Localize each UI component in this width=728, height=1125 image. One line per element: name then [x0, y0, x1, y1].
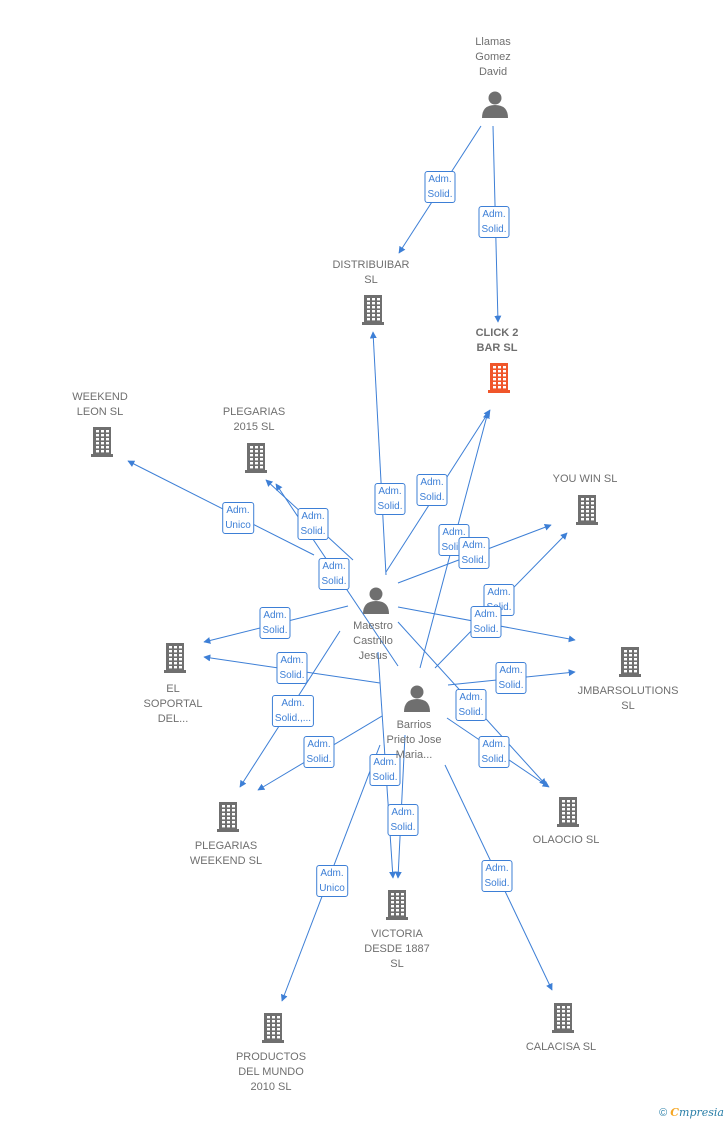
building-icon-click2bar[interactable] — [488, 363, 510, 393]
building-icon-plegarias2015[interactable] — [245, 443, 267, 473]
person-icon-llamas[interactable] — [482, 91, 508, 119]
icons-layer — [91, 91, 641, 1043]
edge-label-maestro-to-click2bar[interactable]: Adm. Solid. — [416, 474, 448, 506]
node-label-barrios[interactable]: Barrios Prieto Jose Maria... — [386, 719, 442, 761]
edge-label-llamas-to-distribuibar[interactable]: Adm. Solid. — [424, 171, 456, 203]
person-icon-maestro[interactable] — [363, 587, 389, 615]
edge-maestro-to-distribuibar — [369, 331, 387, 576]
edge-label-maestro-to-distribuibar[interactable]: Adm. Solid. — [374, 483, 406, 515]
brand-initial: C — [670, 1106, 680, 1119]
building-icon-youwin[interactable] — [576, 495, 598, 525]
copyright-symbol: © — [659, 1107, 668, 1119]
brand-name: mpresia — [679, 1106, 724, 1119]
node-label-productos[interactable]: PRODUCTOS DEL MUNDO 2010 SL — [235, 1051, 307, 1093]
building-icon-distribuibar[interactable] — [362, 295, 384, 325]
edge-label-llamas-to-click2bar[interactable]: Adm. Solid. — [478, 206, 510, 238]
edge-label-barrios-to-productos[interactable]: Adm. Unico — [316, 865, 348, 897]
node-label-jmbar[interactable]: JMBARSOLUTIONS SL — [577, 685, 679, 712]
node-label-distribuibar[interactable]: DISTRIBUIBAR SL — [332, 259, 410, 286]
edge-label-maestro-to-weekend[interactable]: Adm. Unico — [222, 502, 254, 534]
edge-label-barrios-to-jmbar[interactable]: Adm. Solid. — [495, 662, 527, 694]
edge-label-barrios-to-calacisa[interactable]: Adm. Solid. — [481, 860, 513, 892]
footer-brand: © Cmpresia — [659, 1106, 724, 1119]
edge-label-maestro-to-youwin[interactable]: Adm. Solid. — [458, 537, 490, 569]
node-label-click2bar[interactable]: CLICK 2 BAR SL — [475, 327, 519, 354]
edge-label-maestro-to-jmbar[interactable]: Adm. Solid. — [470, 606, 502, 638]
edge-label-barrios-to-olaocio[interactable]: Adm. Solid. — [478, 736, 510, 768]
node-label-victoria[interactable]: VICTORIA DESDE 1887 SL — [364, 928, 430, 970]
building-icon-victoria[interactable] — [386, 890, 408, 920]
edge-label-maestro-to-plegarias2015[interactable]: Adm. Solid. — [297, 508, 329, 540]
node-label-elsoportal[interactable]: EL SOPORTAL DEL... — [143, 683, 203, 725]
building-icon-olaocio[interactable] — [557, 797, 579, 827]
edge-label-barrios-to-plegarias2015[interactable]: Adm. Solid. — [318, 558, 350, 590]
edge-label-maestro-to-olaocio[interactable]: Adm. Solid. — [455, 689, 487, 721]
node-label-maestro[interactable]: Maestro Castrillo Jesus — [353, 620, 393, 662]
building-icon-calacisa[interactable] — [552, 1003, 574, 1033]
edge-maestro-to-weekend — [127, 460, 315, 556]
edge-label-barrios-to-victoria[interactable]: Adm. Solid. — [387, 804, 419, 836]
node-label-olaocio[interactable]: OLAOCIO SL — [532, 834, 600, 846]
node-label-weekend[interactable]: WEEKEND LEON SL — [72, 391, 128, 418]
edge-label-maestro-to-elsoportal[interactable]: Adm. Solid. — [259, 607, 291, 639]
node-label-plegarias2015[interactable]: PLEGARIAS 2015 SL — [222, 406, 286, 433]
edge-label-maestro-to-victoria[interactable]: Adm. Solid. — [369, 754, 401, 786]
edge-label-maestro-to-plegariasweekend[interactable]: Adm. Solid.,... — [271, 695, 315, 727]
edge-label-barrios-to-plegariasweekend[interactable]: Adm. Solid. — [303, 736, 335, 768]
edge-label-barrios-to-elsoportal[interactable]: Adm. Solid. — [276, 652, 308, 684]
building-icon-weekend[interactable] — [91, 427, 113, 457]
building-icon-plegariasweekend[interactable] — [217, 802, 239, 832]
node-label-calacisa[interactable]: CALACISA SL — [525, 1041, 597, 1053]
building-icon-productos[interactable] — [262, 1013, 284, 1043]
node-label-plegariasweekend[interactable]: PLEGARIAS WEEKEND SL — [189, 840, 263, 867]
node-label-llamas[interactable]: Llamas Gomez David — [475, 36, 511, 78]
node-label-youwin[interactable]: YOU WIN SL — [552, 473, 618, 485]
person-icon-barrios[interactable] — [404, 685, 430, 713]
building-icon-elsoportal[interactable] — [164, 643, 186, 673]
building-icon-jmbar[interactable] — [619, 647, 641, 677]
